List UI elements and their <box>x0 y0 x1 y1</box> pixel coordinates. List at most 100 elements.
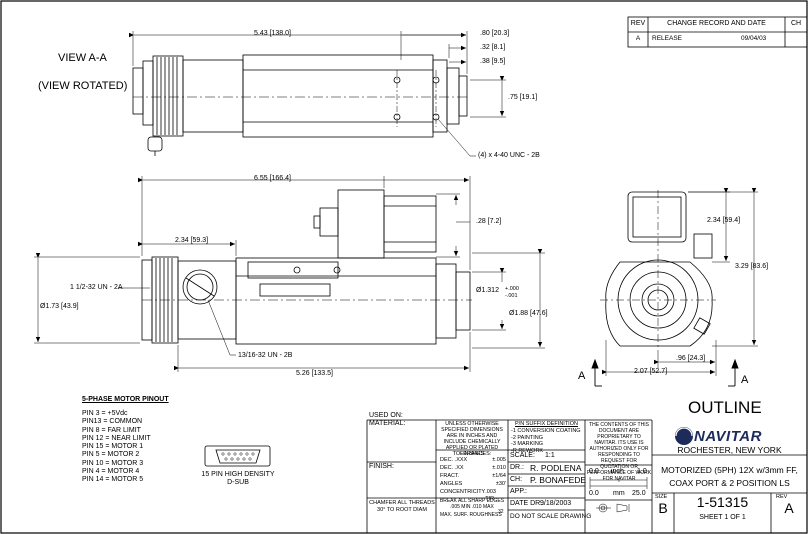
scale-label: SCALE: <box>510 452 535 459</box>
pinout-line: PIN 4 = MOTOR 4 <box>82 468 140 476</box>
company-location: ROCHESTER, NEW YORK <box>677 445 782 455</box>
date-value: 9/18/2003 <box>540 500 572 507</box>
pinout-line: PIN 8 = FAR LIMIT <box>82 426 141 434</box>
used-on-label: USED ON: <box>369 412 403 419</box>
dia-1-312: Ø1.312 <box>476 287 499 294</box>
suffix-title: P/N SUFFIX DEFINITION <box>515 421 578 427</box>
outline-title: OUTLINE <box>688 398 762 417</box>
tol-row: DEC. .XXX±.005 <box>440 457 506 463</box>
suffix-line: -2 PAINTING <box>511 434 543 441</box>
dim-5-43: 5.43 [138.0] <box>254 30 291 37</box>
dim-3-29: 3.29 [83.6] <box>735 263 769 270</box>
size-label: SIZE <box>655 494 668 500</box>
end-view-body <box>600 190 716 352</box>
dim-5-26: 5.26 [133.5] <box>296 370 333 377</box>
side-view-body <box>141 189 472 345</box>
tol-row: FRACT.±1/64 <box>440 473 506 479</box>
view-aa-body <box>132 54 470 156</box>
suffix-line: -3 MARKING <box>511 441 544 447</box>
tol-row: DEC. .XX±.010 <box>440 465 506 471</box>
dim-2-07: 2.07 [52.7] <box>634 368 668 375</box>
pinout-line: PIN13 = COMMON <box>82 418 143 426</box>
rev-row-rev: A <box>635 35 641 42</box>
section-a-right: A <box>741 374 749 386</box>
navitar-logo: NAVITAR <box>694 428 762 445</box>
pinout-list: PIN 3 = +5Vdc PIN13 = COMMON PIN 8 = FAR… <box>82 410 151 485</box>
connector-label-2: D-SUB <box>227 479 249 486</box>
view-rotated-label: (VIEW ROTATED) <box>38 80 128 92</box>
description-line-2: COAX PORT & 2 POSITION LS <box>669 478 790 488</box>
tol-minus: -.001 <box>505 293 518 299</box>
rev-header: REV <box>630 20 646 27</box>
dia-1-73: Ø1.73 [43.9] <box>40 303 79 310</box>
dim-0-38: .38 [9.5] <box>480 58 506 65</box>
ch-header: CH <box>790 20 802 27</box>
dim-0-75: .75 [19.1] <box>508 94 538 101</box>
break-edges-note: BREAK ALL SHARP EDGES .005 MIN .010 MAX <box>439 498 505 510</box>
ruler-inch-end: 1.0 <box>637 468 647 475</box>
proprietary-note: THE CONTENTS OF THIS DOCUMENT ARE PROPRI… <box>586 422 652 482</box>
dim-0-80: .80 [20.3] <box>480 30 510 37</box>
rev-value: A <box>784 500 794 516</box>
suffix-line: -R REWORK <box>511 447 544 454</box>
approved-label: APP.: <box>510 488 527 495</box>
dsub-connector <box>204 445 271 467</box>
suffix-list: -1 CONVERSION COATING -2 PAINTING -3 MAR… <box>511 428 581 454</box>
dim-6-55: 6.55 [166.4] <box>254 175 291 182</box>
revision-table-grid <box>627 16 808 48</box>
description-line-1: MOTORIZED (5PH) 12X w/3mm FF, <box>661 465 798 475</box>
connector-label-1: 15 PIN HIGH DENSITY <box>201 471 275 478</box>
sheet-number: SHEET 1 OF 1 <box>699 514 746 521</box>
dim-0-96: .96 [24.3] <box>676 355 706 362</box>
pinout-line: PIN 14 = MOTOR 5 <box>82 476 144 484</box>
pinout-line: PIN 5 = MOTOR 2 <box>82 451 140 459</box>
view-aa-dimensions <box>129 31 506 157</box>
ruler-inch-unit: inch <box>611 468 624 475</box>
no-scale-note: DO NOT SCALE DRAWING <box>510 513 592 520</box>
side-view-dimensions <box>34 176 545 372</box>
checked-by-value: P. BONAFEDE <box>530 475 587 485</box>
dia-1-88: Ø1.88 [47.6] <box>509 310 548 317</box>
section-a-left: A <box>578 370 586 382</box>
rev-row-desc: RELEASE <box>652 35 682 42</box>
thread-13-16-32: 13/16-32 UN - 2B <box>238 352 293 359</box>
material-label: MATERIAL: <box>369 420 406 427</box>
ruler-mm-start: 0.0 <box>589 490 599 497</box>
scale-rulers <box>589 477 648 513</box>
ruler-mm-unit: mm <box>613 490 625 497</box>
end-view-dimensions <box>602 188 758 376</box>
tolerances-label: TOLERANCES: <box>452 451 492 457</box>
tol-row: CONCENTRICITY.003 TIR <box>440 489 496 502</box>
pinout-line: PIN 3 = +5Vdc <box>82 410 128 417</box>
dim-0-32: .32 [8.1] <box>480 44 506 51</box>
checked-by-label: CH: <box>510 476 523 483</box>
navitar-logo-mark <box>675 427 693 445</box>
section-arrows <box>591 358 739 387</box>
rev-label: REV <box>776 494 788 500</box>
size-value: B <box>658 500 668 516</box>
scale-value: 1:1 <box>545 452 555 459</box>
tol-row: ANGLES±30' <box>440 481 506 487</box>
thread-1-1-2-32: 1 1/2-32 UN - 2A <box>70 284 123 291</box>
date-label: DATE DR.: <box>510 500 545 507</box>
drawn-by-value: R. PODLENA <box>530 463 582 473</box>
pinout-title: 5-PHASE MOTOR PINOUT <box>82 396 169 403</box>
pinout-line: PIN 10 = MOTOR 3 <box>82 459 144 467</box>
roughness-value: 32 <box>498 509 504 515</box>
part-number: 1-51315 <box>696 494 749 510</box>
ruler-inch-start: 0.0 <box>589 468 599 475</box>
change-record-header: CHANGE RECORD AND DATE <box>667 20 766 27</box>
view-aa-label: VIEW A-A <box>58 52 107 64</box>
ruler-mm-end: 25.0 <box>632 490 646 497</box>
suffix-line: -1 CONVERSION COATING <box>511 428 581 434</box>
finish-label: FINISH: <box>369 463 394 470</box>
pinout-line: PIN 12 = NEAR LIMIT <box>82 434 151 442</box>
tolerance-table: DEC. .XXX±.005 DEC. .XX±.010 FRACT.±1/64… <box>440 457 506 502</box>
dim-2-34: 2.34 [59.3] <box>175 237 209 244</box>
pinout-line: PIN 15 = MOTOR 1 <box>82 443 144 451</box>
chamfer-note: CHAMFER ALL THREADS 30° TO ROOT DIAM <box>369 500 435 513</box>
title-block-grid <box>366 419 807 533</box>
rev-row-date: 09/04/03 <box>741 35 767 42</box>
tol-plus: +.000 <box>505 286 519 292</box>
